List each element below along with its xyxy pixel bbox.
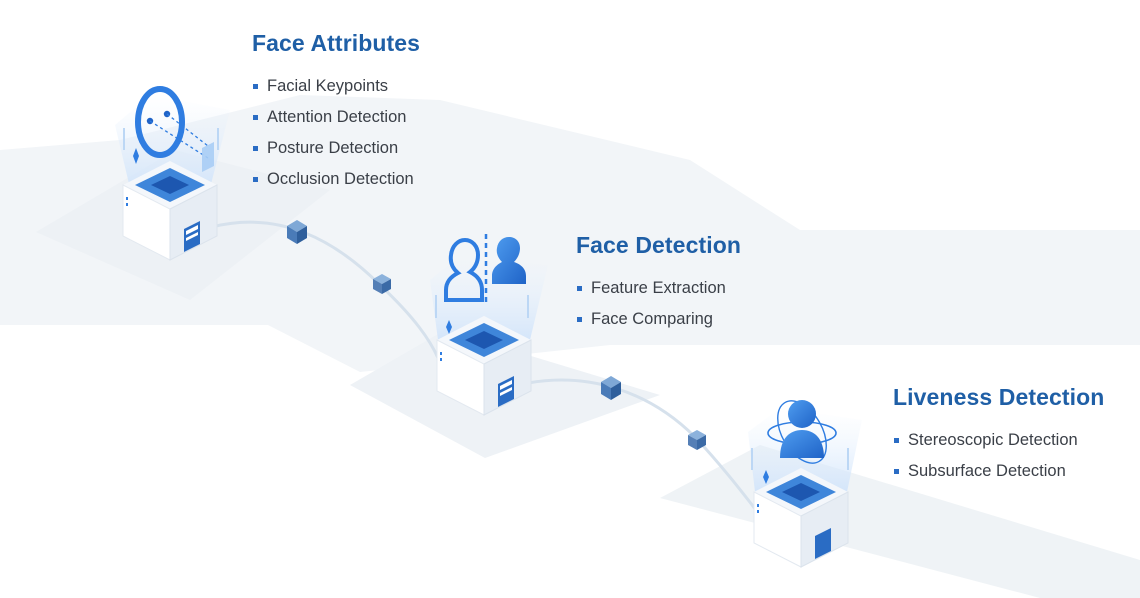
feature-item: Feature Extraction [576,273,741,304]
face-keypoints-icon [123,86,219,172]
feature-list: Stereoscopic Detection Subsurface Detect… [893,425,1104,487]
stage-face-detection: Face Detection Feature Extraction Face C… [576,232,741,335]
stage-face-attributes: Face Attributes Facial Keypoints Attenti… [252,30,420,195]
stage-title: Face Detection [576,232,742,258]
feature-item: Posture Detection [252,133,420,164]
stage-title: Face Attributes [252,30,421,56]
feature-item: Subsurface Detection [893,456,1104,487]
feature-item: Facial Keypoints [252,71,420,102]
stage-liveness-detection: Liveness Detection Stereoscopic Detectio… [893,384,1104,487]
feature-item: Face Comparing [576,304,741,335]
path-node [688,430,706,450]
feature-list: Feature Extraction Face Comparing [576,273,741,335]
cube-box [122,161,218,261]
feature-list: Facial Keypoints Attention Detection Pos… [252,71,420,195]
path-node [287,220,307,244]
path-node [601,376,621,400]
cube-box [753,468,849,568]
face-compare-icon [435,234,529,334]
light-beam [115,95,230,188]
path-node [373,274,391,294]
station-face-attributes [115,86,230,261]
liveness-person-icon [751,400,849,484]
cube-box [436,316,532,416]
station-face-detection [430,234,548,416]
feature-item: Stereoscopic Detection [893,425,1104,456]
connection-path [211,220,758,511]
feature-item: Attention Detection [252,102,420,133]
stage-title: Liveness Detection [893,384,1105,410]
station-liveness-detection [748,400,862,568]
feature-item: Occlusion Detection [252,164,420,195]
